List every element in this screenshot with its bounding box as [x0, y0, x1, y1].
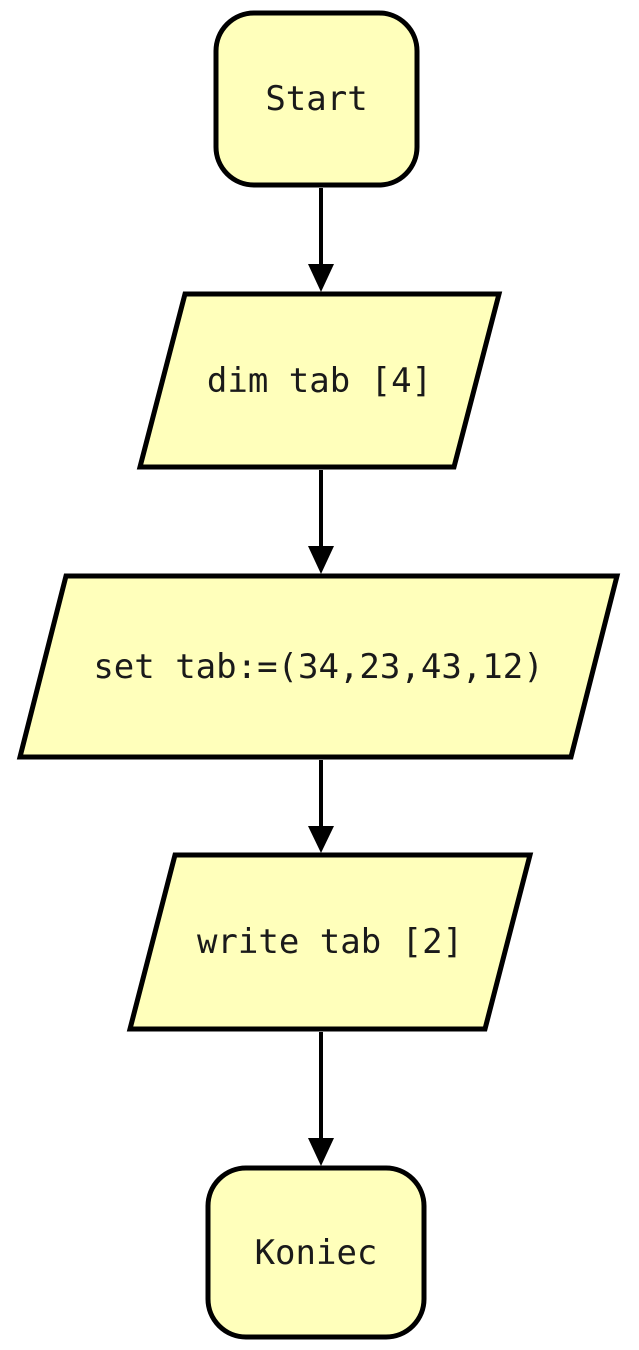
edge-set-to-write	[308, 760, 334, 853]
node-koniec[interactable]: Koniec	[205, 1165, 427, 1340]
io-parallelogram-shape	[16, 573, 621, 760]
io-parallelogram-shape	[136, 291, 503, 470]
edge-write-to-koniec	[308, 1032, 334, 1166]
node-set[interactable]: set tab:=(34,23,43,12)	[16, 573, 621, 760]
node-start[interactable]: Start	[213, 10, 420, 188]
node-write[interactable]: write tab [2]	[126, 852, 534, 1032]
terminator-shape	[205, 1165, 427, 1340]
node-dim-label: dim tab [4]	[206, 360, 433, 401]
node-write-label: write tab [2]	[196, 922, 464, 962]
io-parallelogram-shape	[126, 852, 534, 1032]
node-start-label: Start	[265, 79, 368, 119]
node-dim[interactable]: dim tab [4]	[136, 291, 503, 470]
edge-start-to-dim	[308, 188, 334, 292]
node-koniec-label: Koniec	[254, 1232, 378, 1273]
node-set-label: set tab:=(34,23,43,12)	[93, 646, 544, 687]
terminator-shape	[213, 10, 420, 188]
edge-dim-to-set	[308, 470, 334, 574]
